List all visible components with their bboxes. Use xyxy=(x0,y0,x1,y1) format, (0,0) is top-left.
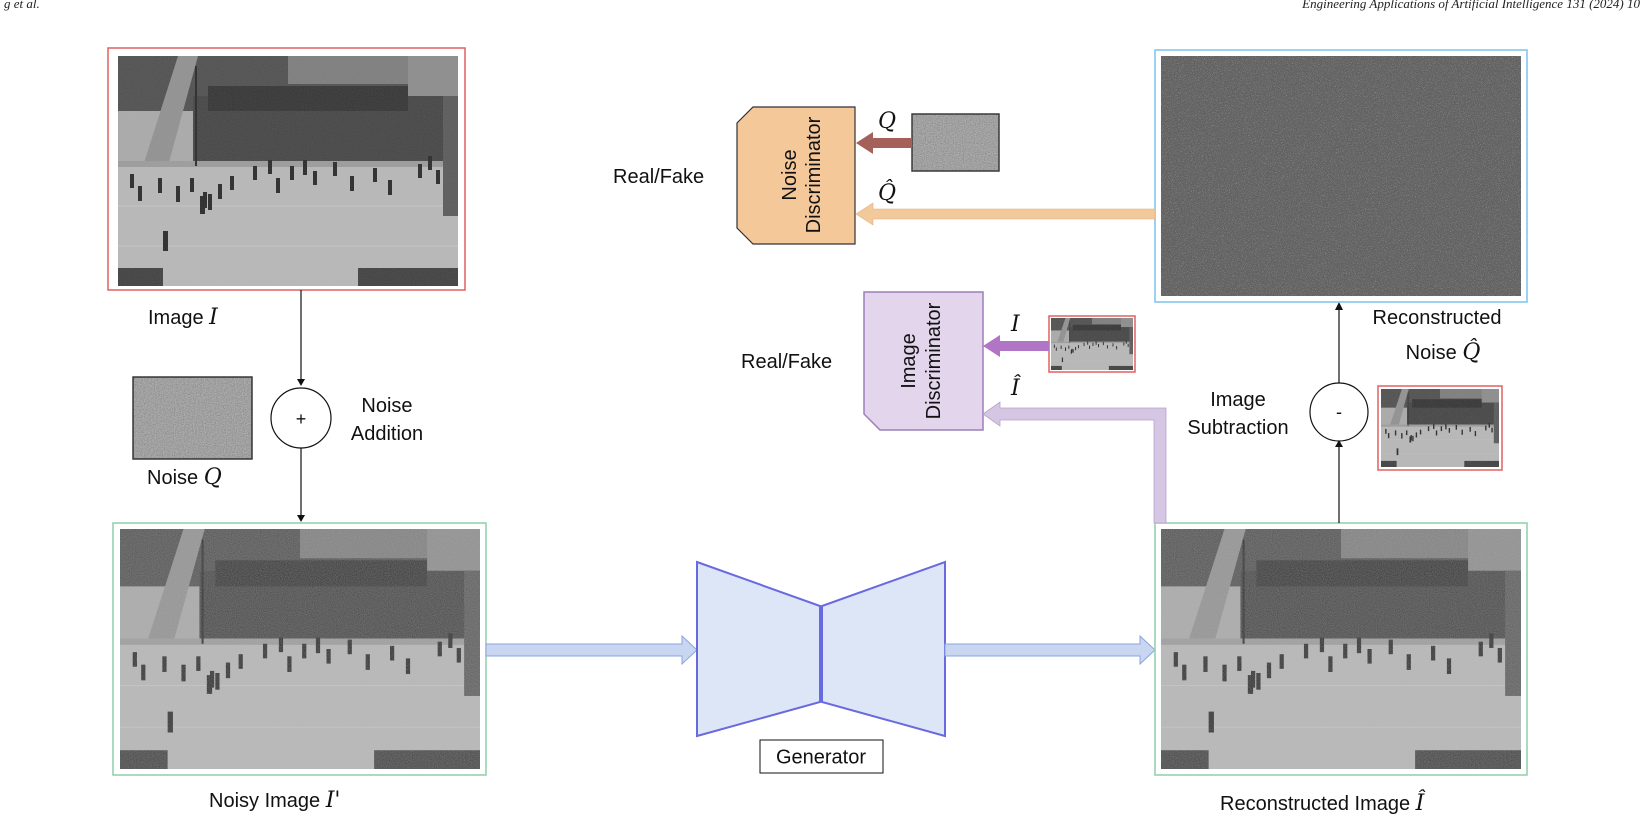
noise-discriminator-label-2: Discriminator xyxy=(803,116,825,233)
real-noise-patch-texture xyxy=(912,114,999,171)
arrow-i-hat xyxy=(982,401,1167,524)
image-subtraction-label-1: Image xyxy=(1210,389,1266,411)
noise-addition-label-2: Addition xyxy=(351,423,423,445)
arrowhead-add xyxy=(297,379,305,386)
noisy-image-photo xyxy=(120,529,480,769)
arrow-noisy-to-generator xyxy=(485,634,698,666)
arrowhead-subtract xyxy=(1335,440,1343,447)
image-i-panel xyxy=(107,47,466,291)
real-fake-image: Real/Fake xyxy=(741,351,832,373)
noise-addition-label-1: Noise xyxy=(361,395,412,417)
plus-sign: + xyxy=(296,409,307,429)
image-subtraction-label-2: Subtraction xyxy=(1187,417,1288,439)
image-i-label: Image I xyxy=(148,305,219,330)
recon-noise-label-1: Reconstructed xyxy=(1373,307,1502,329)
image-discriminator-label-1: Image xyxy=(898,333,920,389)
noise-discriminator xyxy=(736,106,856,245)
noise-discriminator-label-1: Noise xyxy=(779,149,801,200)
recon-noise-texture xyxy=(1161,56,1521,296)
image-discriminator xyxy=(863,291,984,431)
minus-sign: - xyxy=(1336,402,1342,422)
header-left: g et al. xyxy=(4,0,40,11)
q-hat-label: Q̂ xyxy=(878,180,896,206)
arrow-i-real xyxy=(983,335,1049,357)
q-real-label: Q xyxy=(878,109,896,134)
real-image-patch xyxy=(1051,318,1133,370)
arrow-q-real xyxy=(856,132,912,154)
arrowhead-noise xyxy=(1335,302,1343,310)
image-discriminator-label-2: Discriminator xyxy=(923,302,945,419)
generator-decoder xyxy=(821,560,946,738)
generator-label: Generator xyxy=(776,746,866,768)
noise-q-label: Noise Q xyxy=(147,465,222,490)
noise-q-border xyxy=(132,376,253,460)
generator-label-box xyxy=(759,739,884,774)
real-fake-noise: Real/Fake xyxy=(613,166,704,188)
arrow-generator-to-recon xyxy=(944,634,1156,666)
recon-noise-label-2: Noise Q̂ xyxy=(1406,339,1481,365)
arrow-q-hat xyxy=(855,202,1156,226)
i-hat-label: Î xyxy=(1010,374,1021,401)
header-right: Engineering Applications of Artificial I… xyxy=(1301,0,1640,11)
recon-image-label: Reconstructed Image Î xyxy=(1220,789,1426,816)
i-real-label: I xyxy=(1010,312,1021,337)
noise-q-texture xyxy=(134,378,251,458)
subtract-input-image xyxy=(1381,389,1499,467)
generator-encoder xyxy=(696,560,821,738)
arrowhead-noisy xyxy=(297,515,305,522)
recon-image-photo xyxy=(1161,529,1521,769)
image-i-photo xyxy=(118,56,458,286)
noisy-image-label: Noisy Image I' xyxy=(209,788,340,813)
